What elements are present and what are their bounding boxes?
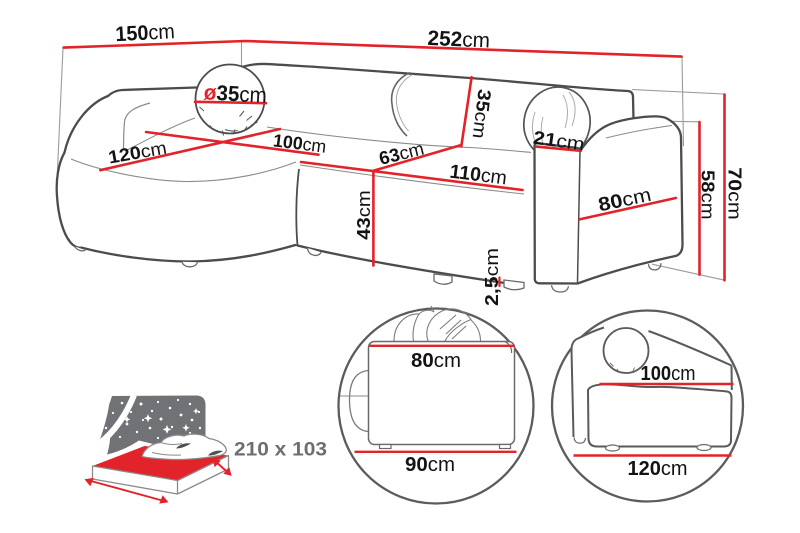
svg-text:120cm: 120cm: [628, 457, 688, 480]
svg-text:ø35cm: ø35cm: [203, 80, 267, 107]
svg-text:2,5cm: 2,5cm: [482, 248, 502, 306]
svg-text:70cm: 70cm: [725, 167, 745, 220]
svg-text:58cm: 58cm: [698, 170, 718, 220]
svg-text:150cm: 150cm: [115, 20, 176, 46]
svg-text:252cm: 252cm: [427, 27, 490, 53]
svg-text:43cm: 43cm: [353, 190, 374, 240]
svg-text:35cm: 35cm: [469, 88, 496, 140]
svg-text:100cm: 100cm: [641, 362, 696, 385]
svg-text:210 x 103: 210 x 103: [234, 439, 327, 461]
svg-text:80cm: 80cm: [411, 349, 461, 372]
svg-text:90cm: 90cm: [405, 453, 455, 476]
